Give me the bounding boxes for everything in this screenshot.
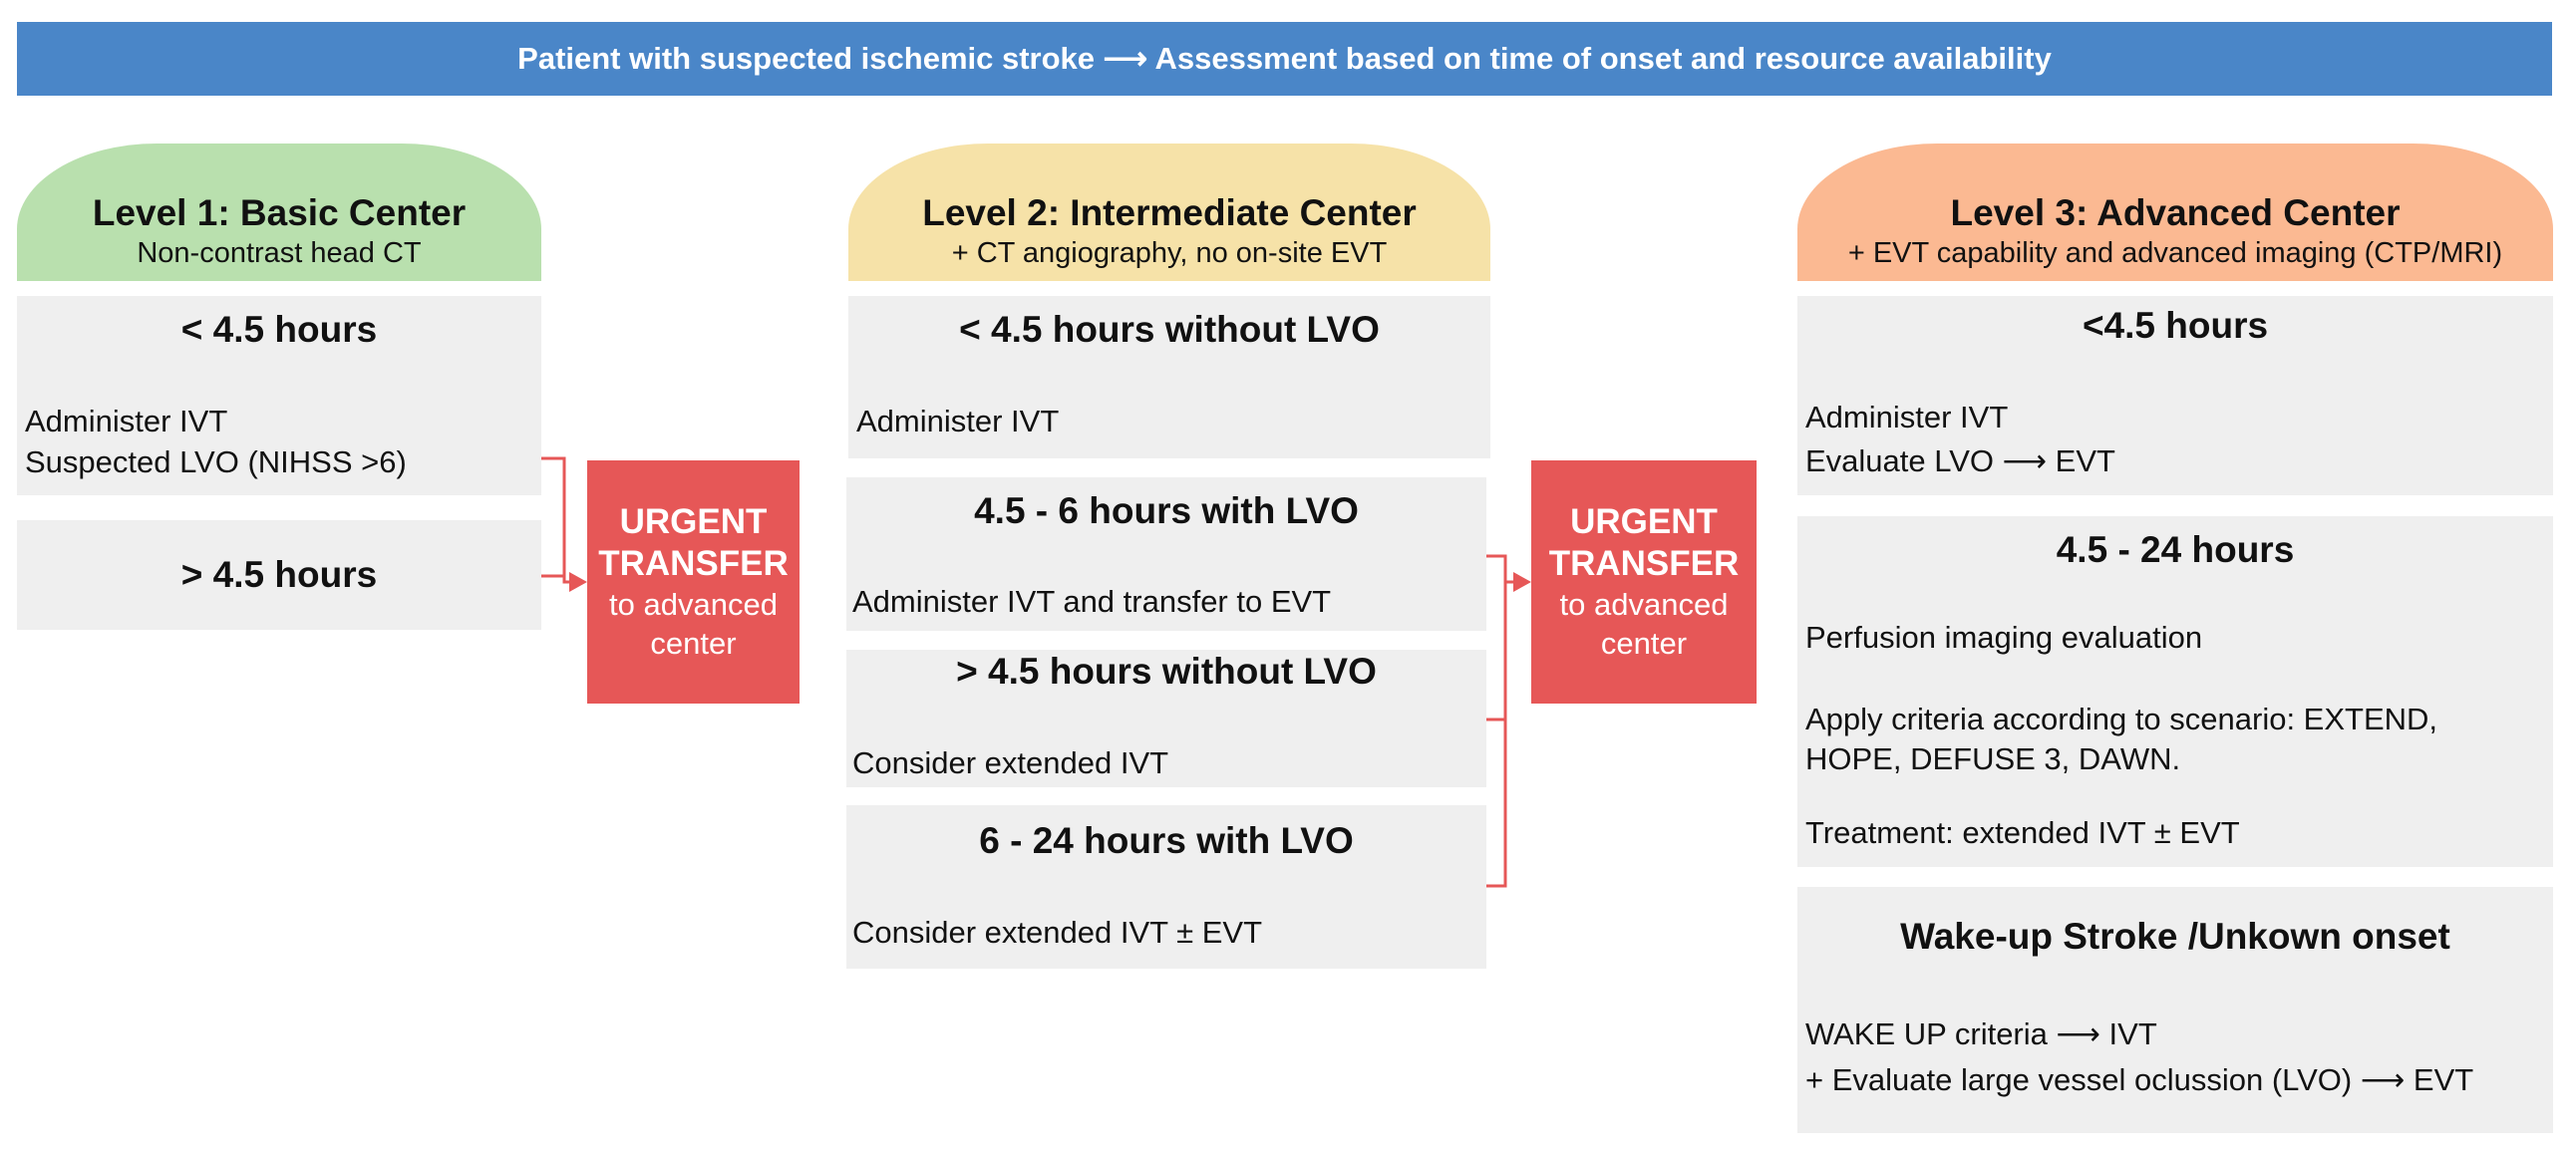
level2-box-under-4-5h-no-lvo: < 4.5 hours without LVO Administer IVT [848,296,1490,458]
level2-box2-line1: Administer IVT and transfer to EVT [852,584,1332,619]
header-banner: Patient with suspected ischemic stroke ⟶… [17,22,2552,96]
level2-subtitle: + CT angiography, no on-site EVT [951,237,1388,269]
level3-box3-title: Wake-up Stroke /Unkown onset [1900,916,2450,957]
level2-box4-title: 6 - 24 hours with LVO [979,820,1354,861]
level2-box-4-5-6h-lvo: 4.5 - 6 hours with LVO Administer IVT an… [846,477,1486,631]
level3-box-4-5-24h: 4.5 - 24 hours Perfusion imaging evaluat… [1797,516,2553,867]
level3-box2-line1: Perfusion imaging evaluation [1805,620,2203,655]
level3-box3-line1: WAKE UP criteria ⟶ IVT [1805,1016,2157,1051]
level3-box2-title: 4.5 - 24 hours [2056,529,2295,570]
level1-box1-line1: Administer IVT [25,404,228,438]
level2-box-over-4-5h-no-lvo: > 4.5 hours without LVO Consider extende… [846,650,1486,787]
level3-header: Level 3: Advanced Center + EVT capabilit… [1797,144,2553,281]
level2-title: Level 2: Intermediate Center [922,192,1417,233]
level1-box1-line2: Suspected LVO (NIHSS >6) [25,444,407,479]
level3-box-under-4-5h: <4.5 hours Administer IVT Evaluate LVO ⟶… [1797,296,2553,495]
level3-box2-line4: Treatment: extended IVT ± EVT [1805,815,2240,850]
level1-box1-title: < 4.5 hours [180,309,378,350]
level2-box4-line1: Consider extended IVT ± EVT [852,915,1263,950]
level1-box-over-4-5h: > 4.5 hours [17,520,541,630]
level3-box2-line2: Apply criteria according to scenario: EX… [1805,702,2438,736]
urgent2-line4: center [1600,626,1688,661]
level1-subtitle: Non-contrast head CT [137,237,422,269]
urgent1-line3: to advanced [609,587,778,622]
urgent1-line4: center [650,626,737,661]
level3-subtitle: + EVT capability and advanced imaging (C… [1847,237,2503,269]
level3-box1-line2: Evaluate LVO ⟶ EVT [1805,443,2115,478]
level2-box1-title: < 4.5 hours without LVO [959,309,1380,350]
level1-box-under-4-5h: < 4.5 hours Administer IVT Suspected LVO… [17,296,541,495]
level2-box1-line1: Administer IVT [856,404,1060,438]
level2-box3-line1: Consider extended IVT [852,745,1169,780]
level2-box-6-24h-lvo: 6 - 24 hours with LVO Consider extended … [846,805,1486,969]
level3-box3-line2: + Evaluate large vessel oclussion (LVO) … [1805,1062,2474,1097]
urgent2-line3: to advanced [1559,587,1729,622]
urgent2-line2: TRANSFER [1548,544,1740,583]
level3-box2-line3: HOPE, DEFUSE 3, DAWN. [1805,741,2181,776]
connector-level1-box1 [541,456,572,584]
level3-box-wake-up: Wake-up Stroke /Unkown onset WAKE UP cri… [1797,887,2553,1133]
level2-box2-title: 4.5 - 6 hours with LVO [974,490,1359,531]
level2-box3-title: > 4.5 hours without LVO [956,651,1377,692]
arrowhead-urgent-1 [569,572,587,592]
level3-box1-title: <4.5 hours [2082,305,2269,346]
level1-box2-title: > 4.5 hours [180,554,378,595]
banner-text: Patient with suspected ischemic stroke ⟶… [517,41,2052,76]
urgent-transfer-box-2: URGENT TRANSFER to advanced center [1531,460,1757,704]
arrowhead-urgent-2 [1513,572,1531,592]
level1-title: Level 1: Basic Center [92,192,467,233]
urgent2-line1: URGENT [1570,502,1718,541]
urgent-transfer-box-1: URGENT TRANSFER to advanced center [587,460,800,704]
level3-title: Level 3: Advanced Center [1950,192,2401,233]
urgent1-line2: TRANSFER [598,544,789,583]
urgent1-line1: URGENT [619,502,768,541]
level3-box1-line1: Administer IVT [1805,400,2009,434]
level2-header: Level 2: Intermediate Center + CT angiog… [848,144,1490,281]
level1-header: Level 1: Basic Center Non-contrast head … [17,144,541,281]
